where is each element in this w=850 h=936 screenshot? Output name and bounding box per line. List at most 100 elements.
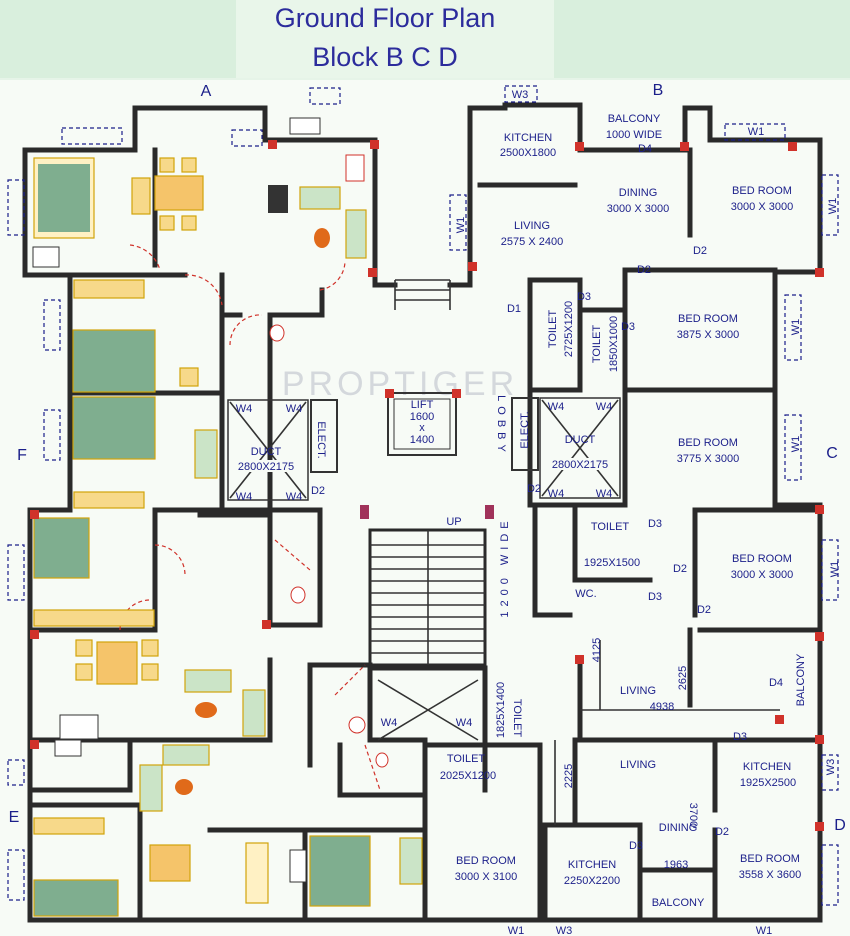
label-w4-l2: W4 <box>286 403 303 415</box>
label-w4-r1: W4 <box>548 401 565 413</box>
label-w3-d: W3 <box>825 759 837 776</box>
label-d1: D1 <box>507 303 521 315</box>
label-bed-b2-dim: 3875 X 3000 <box>677 329 739 341</box>
label-d3-b2: D3 <box>621 321 635 333</box>
label-living-c: LIVING <box>620 685 656 697</box>
internal-lines <box>394 279 780 825</box>
label-dim-1963: 1963 <box>664 859 688 871</box>
label-w4-r2: W4 <box>596 401 613 413</box>
label-kitchen-e-dim: 2250X2200 <box>564 875 620 887</box>
label-w1-c: W1 <box>790 436 802 453</box>
door-swings <box>119 244 381 791</box>
label-living-d: LIVING <box>620 759 656 771</box>
label-d2-c: D2 <box>673 563 687 575</box>
label-bed-d-dim: 3558 X 3600 <box>739 869 801 881</box>
label-toilet-e-dim: 2025X1200 <box>440 770 496 782</box>
label-d2-b: D2 <box>693 245 707 257</box>
label-w1-bottom-1: W1 <box>508 925 525 936</box>
label-living-b: LIVING <box>514 220 550 232</box>
label-kitchen-d-dim: 1925X2500 <box>740 777 796 789</box>
label-balcony-b: BALCONY <box>608 113 661 125</box>
label-w1-bottom-2: W1 <box>756 925 773 936</box>
label-d2-b2: D2 <box>637 264 651 276</box>
label-toilet-c-dim: 1925X1500 <box>584 557 640 569</box>
label-d3-c: D3 <box>648 518 662 530</box>
columns <box>30 140 824 831</box>
label-toilet-b1-dim: 2725X1200 <box>563 301 575 357</box>
label-w4-m1: W4 <box>381 717 398 729</box>
label-dim-4938: 4938 <box>650 701 674 713</box>
label-d2-d: D2 <box>715 826 729 838</box>
elect-shaft-left <box>310 399 338 473</box>
corner-label-d: D <box>834 817 846 834</box>
furniture <box>32 117 423 917</box>
label-w4-r4: W4 <box>596 488 613 500</box>
watermark: PROPTIGER <box>282 365 518 403</box>
label-dim-2225: 2225 <box>563 764 575 788</box>
corner-label-a: A <box>201 83 212 100</box>
label-elect-left: ELECT. <box>315 421 327 458</box>
label-toilet-e: TOILET <box>447 753 486 765</box>
staircase[interactable] <box>370 530 485 741</box>
header-title-box <box>236 0 554 78</box>
corner-label-c: C <box>826 445 838 462</box>
corner-labels: A B C D E F <box>9 82 846 834</box>
label-w3-top: W3 <box>512 89 529 101</box>
corner-label-b: B <box>653 82 664 99</box>
duct-left <box>227 399 309 501</box>
plan-subtitle: Block B C D <box>312 42 458 72</box>
label-toilet-mid: TOILET <box>511 699 523 738</box>
label-d3-c2: D3 <box>648 591 662 603</box>
label-bed-b-dim: 3000 X 3000 <box>731 201 793 213</box>
label-1200-wide: 1200 WIDE <box>499 516 511 617</box>
lift[interactable] <box>387 392 457 456</box>
label-d4-b: D4 <box>638 143 652 155</box>
label-dim-4125: 4125 <box>591 638 603 662</box>
label-kitchen-b-dim: 2500X1800 <box>500 147 556 159</box>
label-w4-r3: W4 <box>548 488 565 500</box>
label-w1-b2: W1 <box>790 319 802 336</box>
label-bed-e: BED ROOM <box>456 855 516 867</box>
label-lobby: LOBBY <box>495 395 507 457</box>
label-d2-c2: D2 <box>697 604 711 616</box>
label-kitchen-e: KITCHEN <box>568 859 616 871</box>
label-living-b-dim: 2575 X 2400 <box>501 236 563 248</box>
label-bed-c: BED ROOM <box>678 437 738 449</box>
label-lift: LIFT <box>411 399 434 411</box>
label-balcony-d: BALCONY <box>652 897 705 909</box>
label-toilet-b2-dim: 1850X1000 <box>608 316 620 372</box>
label-w1-b-right: W1 <box>827 198 839 215</box>
label-toilet-b2: TOILET <box>591 325 603 364</box>
label-w1-living-b: W1 <box>455 217 467 234</box>
label-bed-e-dim: 3000 X 3100 <box>455 871 517 883</box>
label-w4-l4: W4 <box>286 491 303 503</box>
label-w4-l1: W4 <box>236 403 253 415</box>
label-wc: WC. <box>575 588 596 600</box>
label-d2-left: D2 <box>311 485 325 497</box>
label-w3-bottom: W3 <box>556 925 573 936</box>
corner-label-e: E <box>9 809 20 826</box>
label-w1-b: W1 <box>748 126 765 138</box>
label-elect-right: ELECT. <box>519 411 531 448</box>
label-bed-d: BED ROOM <box>740 853 800 865</box>
label-duct-left: DUCT <box>251 446 282 458</box>
label-d3-d: D3 <box>629 840 643 852</box>
label-w4-l3: W4 <box>236 491 253 503</box>
label-kitchen-b: KITCHEN <box>504 132 552 144</box>
label-balcony-c: BALCONY <box>795 653 807 706</box>
corner-label-f: F <box>17 447 27 464</box>
label-dining-b: DINING <box>619 187 658 199</box>
label-duct-left-dim: 2800X2175 <box>238 461 294 473</box>
label-bed-c2: BED ROOM <box>732 553 792 565</box>
room-labels: W3 KITCHEN 2500X1800 BALCONY 1000 WIDE D… <box>236 89 841 936</box>
label-duct-right: DUCT <box>565 434 596 446</box>
label-dim-3700: 3700 <box>687 803 699 827</box>
label-lift-x: x <box>419 422 425 434</box>
label-lift-dim1: 1600 <box>410 411 434 423</box>
label-toilet-mid-dim: 1825X1400 <box>495 682 507 738</box>
label-w1-c2: W1 <box>829 561 841 578</box>
label-dining-b-dim: 3000 X 3000 <box>607 203 669 215</box>
label-w4-m2: W4 <box>456 717 473 729</box>
label-up: UP <box>446 516 461 528</box>
